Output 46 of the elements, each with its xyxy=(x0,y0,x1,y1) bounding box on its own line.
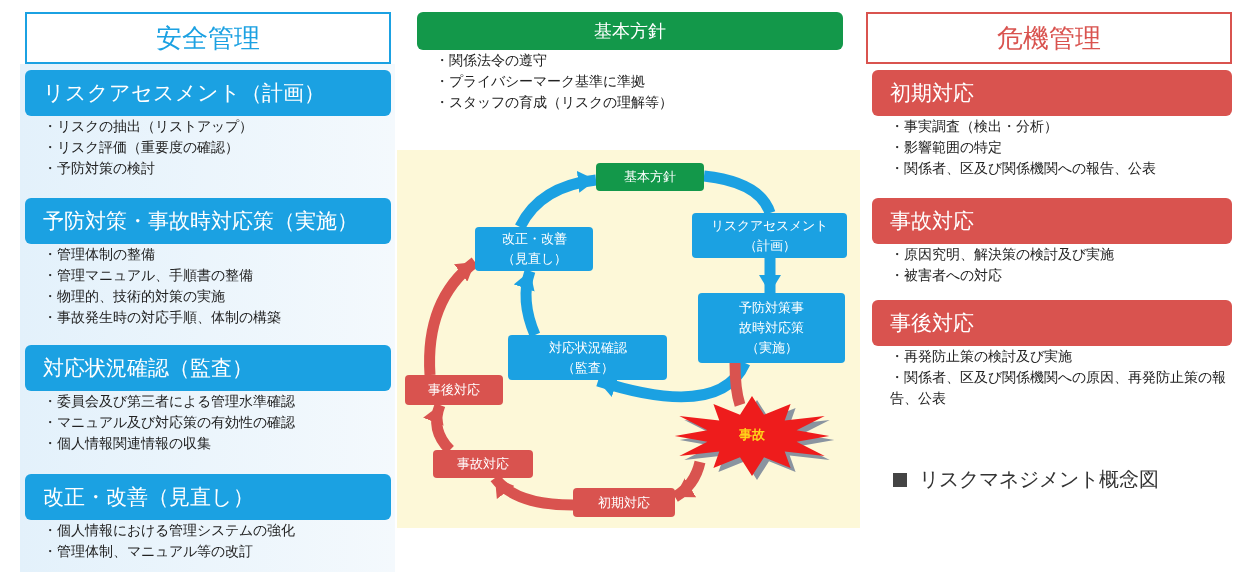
bullet-text: ・管理マニュアル、手順書の整備 xyxy=(42,266,254,285)
caption-text: リスクマネジメント概念図 xyxy=(919,466,1159,493)
bullet-text: ・委員会及び第三者による管理水準確認 xyxy=(42,392,296,411)
bullet-text: ・プライバシーマーク基準に準拠 xyxy=(434,72,646,91)
node-label: 事故 xyxy=(738,426,766,444)
heading-bar: 事故対応 xyxy=(872,198,1232,244)
bullet-text: ・事故発生時の対応手順、体制の構築 xyxy=(42,308,282,327)
bullet-text: ・関係法令の遵守 xyxy=(434,51,548,70)
bullet-text: ・予防対策の検討 xyxy=(42,159,156,178)
process-box: 予防対策事故時対応策（実施） xyxy=(698,293,845,363)
process-box: 事故対応 xyxy=(433,450,533,478)
bullet-text: ・管理体制の整備 xyxy=(42,245,156,264)
process-box: 基本方針 xyxy=(596,163,704,191)
bullet-text: ・被害者への対応 xyxy=(889,266,1003,285)
bullet-text: ・マニュアル及び対応策の有効性の確認 xyxy=(42,413,296,432)
bullet-text: ・リスク評価（重要度の確認） xyxy=(42,138,240,157)
bullet-text: ・再発防止策の検討及び実施 xyxy=(889,347,1073,366)
section-header: 安全管理 xyxy=(25,12,391,64)
bullet-text: ・原因究明、解決策の検討及び実施 xyxy=(889,245,1115,264)
arrow xyxy=(596,360,750,403)
heading-bar: 対応状況確認（監査） xyxy=(25,345,391,391)
bullet-text: ・個人情報関連情報の収集 xyxy=(42,434,212,453)
heading-bar: リスクアセスメント（計画） xyxy=(25,70,391,116)
heading-bar: 基本方針 xyxy=(417,12,843,50)
process-box: 初期対応 xyxy=(573,488,675,517)
heading-bar: 初期対応 xyxy=(872,70,1232,116)
bullet-text: ・影響範囲の特定 xyxy=(889,138,1003,157)
heading-bar: 改正・改善（見直し） xyxy=(25,474,391,520)
bullet-text: ・個人情報における管理システムの強化 xyxy=(42,521,296,540)
arrow xyxy=(515,171,597,230)
process-box: 対応状況確認（監査） xyxy=(508,335,667,380)
process-box: 事後対応 xyxy=(405,375,503,405)
bullet-text: ・管理体制、マニュアル等の改訂 xyxy=(42,542,254,561)
heading-bar: 予防対策・事故時対応策（実施） xyxy=(25,198,391,244)
bullet-text: ・事実調査（検出・分析） xyxy=(889,117,1059,136)
bullet-text: ・関係者、区及び関係機関への報告、公表 xyxy=(889,159,1157,178)
section-header: 危機管理 xyxy=(866,12,1232,64)
heading-bar: 事後対応 xyxy=(872,300,1232,346)
arrow xyxy=(514,269,541,338)
bullet-text: ・リスクの抽出（リストアップ） xyxy=(42,117,254,136)
arrow xyxy=(759,258,781,293)
bullet-text: ・物理的、技術的対策の実施 xyxy=(42,287,226,306)
process-box: 改正・改善（見直し） xyxy=(475,227,593,271)
bullet-text: ・関係者、区及び関係機関への原因、再発防止策の報告、公表 xyxy=(889,368,1227,408)
bullet-text: ・スタッフの育成（リスクの理解等） xyxy=(434,93,674,112)
process-box: リスクアセスメント（計画） xyxy=(692,213,847,258)
